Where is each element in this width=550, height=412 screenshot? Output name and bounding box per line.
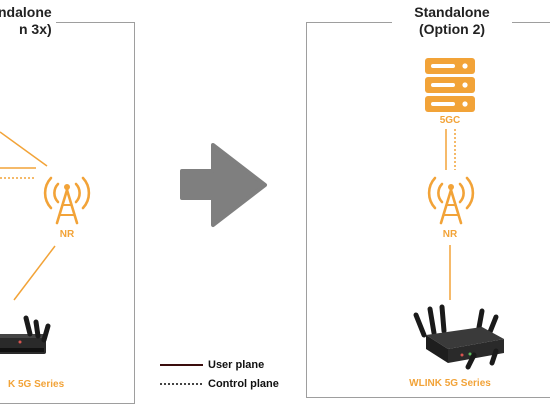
antenna-icon xyxy=(427,176,475,225)
router-icon xyxy=(0,315,51,354)
right-title-line1: Standalone xyxy=(414,4,490,20)
right-device-label: WLINK 5G Series xyxy=(409,378,491,389)
left-title-line1: ndalone xyxy=(0,4,52,20)
right-title-line2: (Option 2) xyxy=(418,21,486,37)
legend-user-plane-label: User plane xyxy=(208,359,265,371)
legend-control-plane-label: Control plane xyxy=(208,378,279,390)
left-title-line2: n 3x) xyxy=(18,21,52,37)
arrow-right-icon xyxy=(180,143,267,227)
left-nr-label: NR xyxy=(59,229,75,240)
right-connections xyxy=(445,129,456,300)
left-connections xyxy=(0,131,56,301)
router-icon xyxy=(413,304,504,370)
right-panel-title: Standalone (Option 2) xyxy=(392,4,512,38)
left-panel-title: ndalone n 3x) xyxy=(0,4,56,38)
right-nr-label: NR xyxy=(442,229,458,240)
left-nr-to-device-link xyxy=(13,245,56,301)
core-label: 5GC xyxy=(439,115,461,126)
left-device-label: K 5G Series xyxy=(8,379,65,390)
antenna-icon xyxy=(43,176,91,225)
left-user-plane-link-upper xyxy=(0,131,48,167)
server-icon xyxy=(425,58,475,112)
